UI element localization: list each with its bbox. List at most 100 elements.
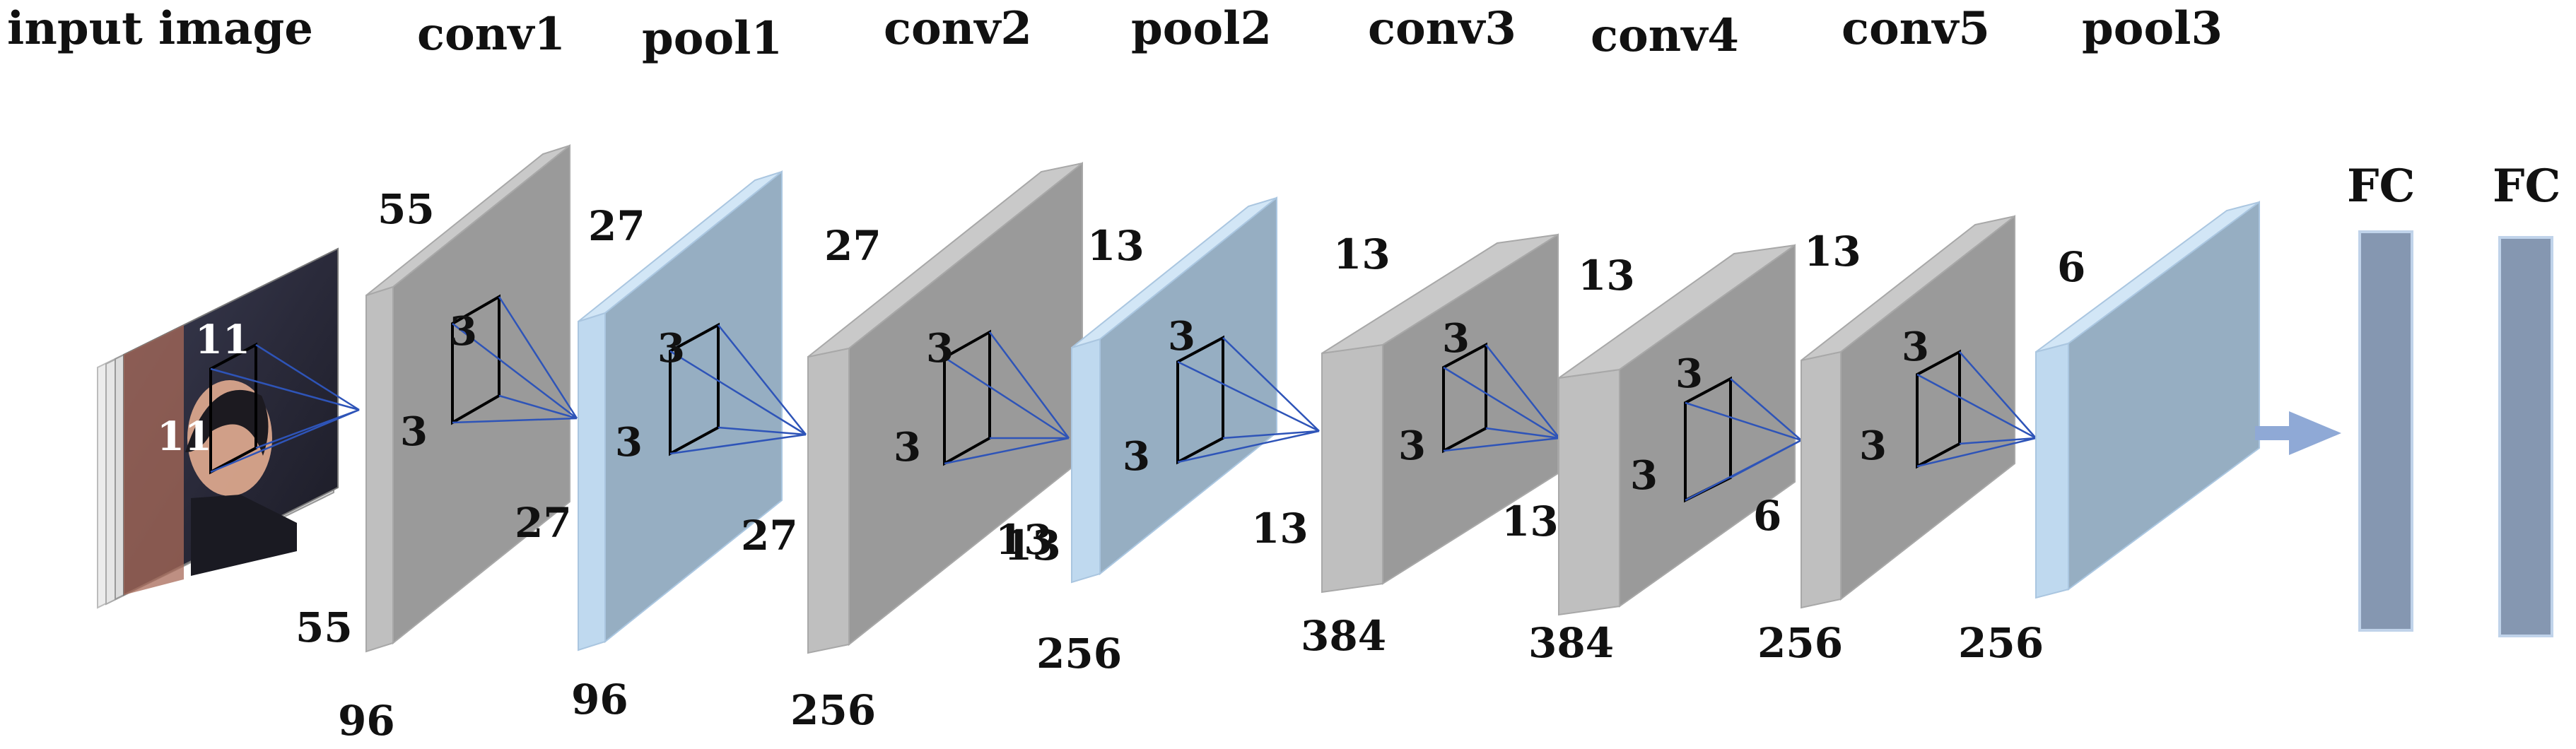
kernel-label: 3 — [1123, 433, 1150, 480]
fc-layers: FC FC — [2347, 160, 2560, 637]
kernel-projection-line — [669, 433, 807, 455]
kernel-projection-line — [1177, 360, 1320, 432]
layer-title: conv1 — [417, 8, 566, 61]
layer-side-face — [2035, 342, 2069, 599]
kernel-projection-line — [718, 426, 807, 436]
layer-title: pool1 — [642, 12, 783, 65]
kernel-label: 3 — [1902, 324, 1929, 370]
kernel-label: 3 — [926, 325, 954, 372]
layer-front-face — [604, 170, 783, 644]
kernel-projection-line — [1685, 401, 1802, 442]
kernel-label: 3 — [657, 325, 685, 372]
layer-side-face — [807, 347, 850, 654]
kernel-projection-line — [1916, 373, 2037, 440]
layer-front-face — [392, 143, 570, 645]
kernel-projection-line — [1730, 378, 1802, 441]
dim-label: 384 — [1301, 612, 1386, 660]
kernel-label: 3 — [1859, 423, 1887, 469]
fc-layer-bar — [2358, 230, 2413, 632]
layer-title: conv5 — [1842, 2, 1990, 55]
layer-title: conv3 — [1368, 2, 1516, 55]
layer-side-face — [1801, 350, 1842, 609]
kernel-projection-line — [1177, 430, 1320, 464]
kernel-label: 3 — [450, 308, 477, 355]
dim-label: 256 — [790, 686, 876, 734]
dim-label: 384 — [1528, 619, 1614, 667]
kernel-projection-line — [1222, 337, 1320, 432]
layer-side-face — [1558, 368, 1620, 616]
kernel-projection-line — [1443, 366, 1560, 440]
input-image: 11 11 — [97, 247, 360, 609]
layer-front-face — [1840, 214, 2015, 601]
layer-blocks: 5555962733279627332725613331325613331338… — [295, 143, 2260, 745]
kernel-label: 11 — [195, 317, 250, 363]
kernel-label: 3 — [400, 408, 428, 455]
fc-label: FC — [2493, 160, 2560, 213]
dim-label: 27 — [588, 202, 645, 250]
layer-title: conv2 — [884, 2, 1032, 55]
dim-label: 256 — [1958, 619, 2044, 667]
dim-label: 13 — [995, 516, 1053, 564]
fc-label: FC — [2347, 160, 2415, 213]
dim-label: 55 — [295, 603, 353, 651]
layer-side-face — [1321, 343, 1383, 594]
kernel-label: 3 — [1398, 423, 1426, 469]
kernel-window: 33 — [1630, 350, 1802, 503]
dim-label: 13 — [1087, 222, 1144, 270]
dim-label: 96 — [338, 697, 395, 745]
kernel-window: 33 — [1123, 313, 1320, 480]
layer-side-face — [1071, 338, 1101, 584]
dim-label: 27 — [515, 499, 572, 547]
fc-arrow — [2255, 411, 2341, 455]
kernel-projection-line — [452, 323, 578, 419]
kernel-projection-line — [1222, 430, 1320, 440]
kernel-projection-line — [452, 417, 578, 424]
kernel-label: 3 — [1675, 350, 1703, 397]
kernel-projection-line — [1485, 427, 1560, 440]
kernel-projection-line — [1916, 437, 2037, 468]
fc-layer-bar — [2498, 236, 2553, 637]
kernel-projection-line — [944, 437, 1070, 465]
layer-title: pool2 — [1131, 2, 1272, 55]
kernel-projection-line — [718, 324, 807, 435]
kernel-projection-line — [1485, 344, 1560, 439]
kernel-projection-line — [1959, 351, 2037, 439]
kernel-window: 33 — [400, 294, 578, 455]
dim-label: 6 — [1753, 492, 1781, 540]
layer-title: pool3 — [2082, 2, 2223, 55]
kernel-label: 3 — [1168, 313, 1195, 360]
kernel-label: 11 — [157, 413, 212, 460]
layer-block-pool3: 6 256 — [1958, 201, 2260, 667]
dim-label: 13 — [1333, 230, 1391, 278]
dim-label: 13 — [1004, 521, 1061, 570]
layer-title: conv4 — [1591, 9, 1739, 62]
kernel-window: 33 — [894, 325, 1070, 471]
kernel-projection-line — [1443, 437, 1560, 452]
layer-block-conv3: 13 384 13 3 3 — [1251, 230, 1560, 660]
layer-side-face — [578, 312, 606, 651]
kernel-label: 3 — [1630, 452, 1658, 499]
header-labels: input image conv1 pool1 conv2 pool2 conv… — [7, 2, 2223, 65]
kernel-projection-line — [1959, 437, 2037, 445]
layer-front-face — [2068, 201, 2260, 591]
dim-label: 27 — [741, 512, 798, 560]
kernel-label: 3 — [1442, 315, 1470, 362]
kernel-label: 3 — [894, 424, 921, 471]
dim-label: 55 — [377, 185, 435, 233]
dim-label: 13 — [1501, 497, 1559, 545]
kernel-projection-line — [669, 350, 807, 436]
dim-label: 6 — [2057, 243, 2085, 291]
kernel-window: 33 — [615, 322, 807, 466]
dim-label: 13 — [1578, 252, 1635, 300]
dim-label: 27 — [824, 222, 882, 270]
kernel-projection-line — [1685, 439, 1802, 502]
layer-front-face — [1619, 244, 1796, 608]
dim-label: 256 — [1757, 619, 1843, 667]
